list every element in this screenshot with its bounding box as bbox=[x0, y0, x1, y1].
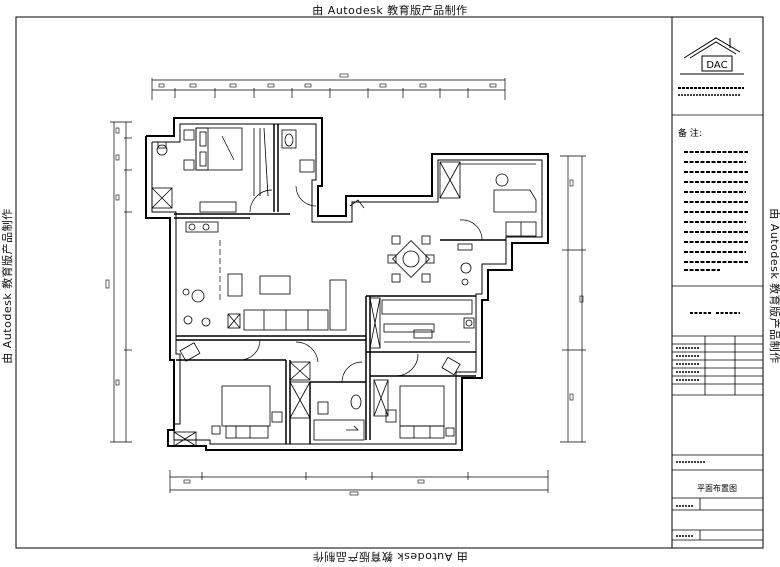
notes-section: 备 注: bbox=[676, 127, 748, 537]
door-swings bbox=[219, 185, 483, 383]
furniture bbox=[151, 127, 537, 447]
dimension-lines bbox=[110, 78, 586, 493]
drawing-name: 平面布置图 bbox=[697, 483, 737, 493]
logo-text: DAC bbox=[706, 60, 727, 71]
notes-heading: 备 注: bbox=[678, 127, 702, 139]
dimension-tick-labels bbox=[105, 73, 584, 496]
company-logo: DAC bbox=[678, 37, 744, 96]
watermark-top: 由 Autodesk 教育版产品制作 bbox=[312, 4, 468, 17]
drawing-frame bbox=[15, 16, 764, 549]
floor-plan-walls bbox=[145, 117, 549, 451]
title-block bbox=[672, 114, 763, 541]
